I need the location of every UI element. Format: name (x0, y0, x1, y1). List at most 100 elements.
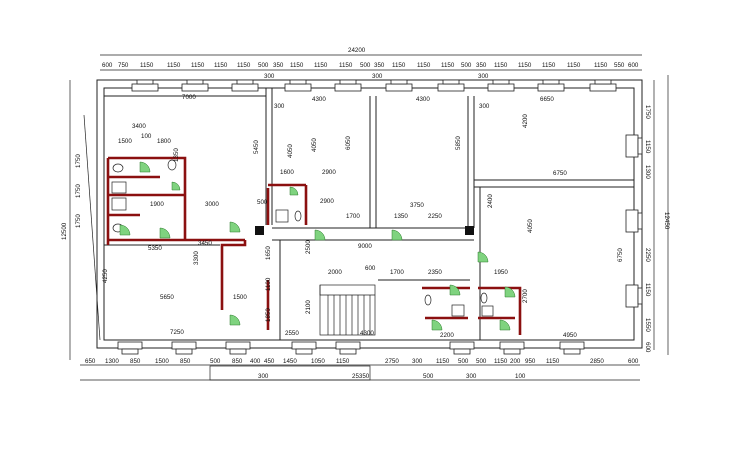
room-dimension-label: 4200 (522, 114, 529, 128)
room-dimension-label: 500 (257, 199, 268, 206)
room-dimension-label: 1500 (233, 294, 247, 301)
window (136, 79, 154, 85)
room-dimension-label: 1700 (390, 269, 404, 276)
top-dimension-label: 1150 (542, 62, 556, 69)
right-dimension-label: 600 (644, 342, 651, 353)
bottom-dimension-label: 950 (525, 358, 536, 365)
window (537, 83, 565, 92)
window (453, 348, 471, 355)
window (291, 341, 317, 350)
room-dimension-label: 2900 (320, 198, 334, 205)
room-dimension-label: 4950 (563, 332, 577, 339)
total-width-label: 24200 (348, 47, 366, 54)
room-dimension-label: 7000 (182, 94, 196, 101)
window (236, 79, 254, 85)
room-dimension-label: 2900 (322, 169, 336, 176)
bottom-secondary-dimension-label: 100 (515, 373, 526, 380)
doors (119, 161, 516, 331)
shafts (255, 226, 474, 235)
bottom-dimension-label: 1300 (105, 358, 119, 365)
left-dimension-label: 1750 (75, 184, 82, 198)
bottom-dimension-label: 500 (476, 358, 487, 365)
bottom-dimension-label: 1500 (155, 358, 169, 365)
window (542, 79, 560, 85)
window (499, 341, 525, 350)
room-dimension-label: 4050 (287, 144, 294, 158)
room-dimension-label: 4050 (527, 219, 534, 233)
window (335, 341, 361, 350)
bottom-dimension-label: 500 (458, 358, 469, 365)
bottom-dimension-label: 850 (232, 358, 243, 365)
top-dimension-label: 1150 (494, 62, 508, 69)
bottom-dimension-label: 2850 (590, 358, 604, 365)
window (437, 83, 465, 92)
top-dimension-label: 1150 (594, 62, 608, 69)
room-dimension-label: 100 (141, 133, 152, 140)
bottom-dimension-label: 1050 (311, 358, 325, 365)
total-height-right-label: 12450 (663, 212, 670, 230)
window (117, 341, 143, 350)
window (231, 83, 259, 92)
room-dimension-label: 1350 (173, 148, 180, 162)
top-dimension-label: 1150 (290, 62, 304, 69)
window (625, 209, 639, 233)
window (637, 137, 643, 155)
top-dimension-label: 1150 (441, 62, 455, 69)
top-dimension-label: 1150 (214, 62, 228, 69)
window (503, 348, 521, 355)
bottom-dimension-label: 400 (250, 358, 261, 365)
total-height-left-label: 12500 (61, 222, 68, 240)
room-dimension-label: 300 (274, 103, 285, 110)
bottom-dimension-label: 600 (628, 358, 639, 365)
window (339, 79, 357, 85)
room-dimension-label: 2100 (305, 300, 312, 314)
window (492, 79, 510, 85)
top-dimension-label: 350 (476, 62, 487, 69)
bottom-dimension-label: 300 (412, 358, 423, 365)
room-dimension-label: 2000 (328, 269, 342, 276)
top-dimension-label: 550 (614, 62, 625, 69)
room-dimension-label: 5450 (253, 140, 260, 154)
sanitary-fixtures (111, 159, 494, 317)
window (229, 348, 247, 355)
room-dimension-label: 4300 (312, 96, 326, 103)
right-dimension-label: 2250 (644, 248, 651, 262)
room-dimension-label: 1650 (265, 246, 272, 260)
top-dimension-label: 1150 (518, 62, 532, 69)
bottom-dimension-label: 1150 (336, 358, 350, 365)
top-secondary-dimension-label: 300 (478, 73, 489, 80)
room-dimension-label: 1100 (265, 277, 272, 291)
room-dimension-label: 2400 (487, 194, 494, 208)
right-dimension-label: 1150 (644, 140, 651, 154)
right-dimension-label: 1550 (644, 318, 651, 332)
top-dimension-label: 500 (461, 62, 472, 69)
top-dimension-label: 1150 (191, 62, 205, 69)
room-dimension-label: 4050 (311, 138, 318, 152)
window (289, 79, 307, 85)
room-dimension-label: 2500 (305, 240, 312, 254)
top-dimension-label: 1150 (237, 62, 251, 69)
room-dimension-label: 7250 (170, 329, 184, 336)
window (637, 212, 643, 230)
room-dimension-label: 3000 (205, 201, 219, 208)
room-dimension-label: 2350 (428, 269, 442, 276)
right-dimension-label: 1750 (644, 105, 651, 119)
top-secondary-dimension-label: 300 (264, 73, 275, 80)
room-dimension-label: 2550 (285, 330, 299, 337)
room-dimension-label: 300 (479, 103, 490, 110)
window (487, 83, 515, 92)
window (181, 83, 209, 92)
window (563, 348, 581, 355)
window (334, 83, 362, 92)
bottom-dimension-label: 200 (510, 358, 521, 365)
room-dimension-label: 1900 (150, 201, 164, 208)
interior-walls (104, 88, 634, 340)
room-dimension-label: 3450 (198, 240, 212, 247)
window (339, 348, 357, 355)
right-dimension-label: 1300 (644, 165, 651, 179)
window (625, 134, 639, 158)
bottom-dimension-label: 1150 (546, 358, 560, 365)
room-dimension-label: 3300 (193, 251, 200, 265)
top-dimension-label: 600 (628, 62, 639, 69)
room-dimension-label: 4300 (416, 96, 430, 103)
